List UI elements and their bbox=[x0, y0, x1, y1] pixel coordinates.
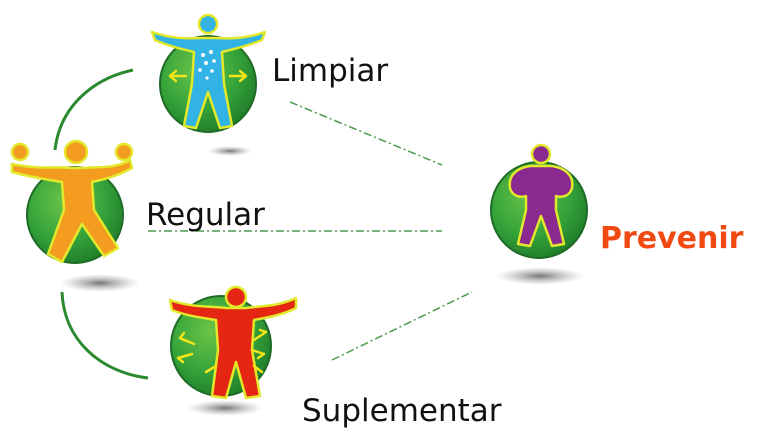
balancing-figure-icon bbox=[10, 139, 134, 264]
label-regular: Regular bbox=[146, 197, 265, 233]
connector-suplementar-prevenir bbox=[331, 291, 473, 361]
protected-figure-icon bbox=[508, 143, 574, 248]
label-suplementar: Suplementar bbox=[302, 393, 502, 429]
node-shadow bbox=[187, 400, 263, 416]
node-prevenir bbox=[490, 143, 588, 285]
node-shadow bbox=[208, 146, 252, 156]
arc-regular-suplementar bbox=[60, 291, 149, 380]
cleansing-figure-icon bbox=[150, 13, 267, 130]
connector-limpiar-prevenir bbox=[289, 101, 443, 166]
node-shadow bbox=[60, 274, 140, 292]
label-prevenir: Prevenir bbox=[600, 221, 744, 256]
arc-limpiar-regular bbox=[53, 68, 134, 151]
node-regular bbox=[10, 139, 140, 292]
label-limpiar: Limpiar bbox=[272, 53, 389, 89]
nourishing-figure-icon bbox=[168, 285, 298, 400]
node-limpiar bbox=[150, 13, 267, 156]
node-suplementar bbox=[168, 285, 298, 416]
node-shadow bbox=[496, 267, 584, 285]
